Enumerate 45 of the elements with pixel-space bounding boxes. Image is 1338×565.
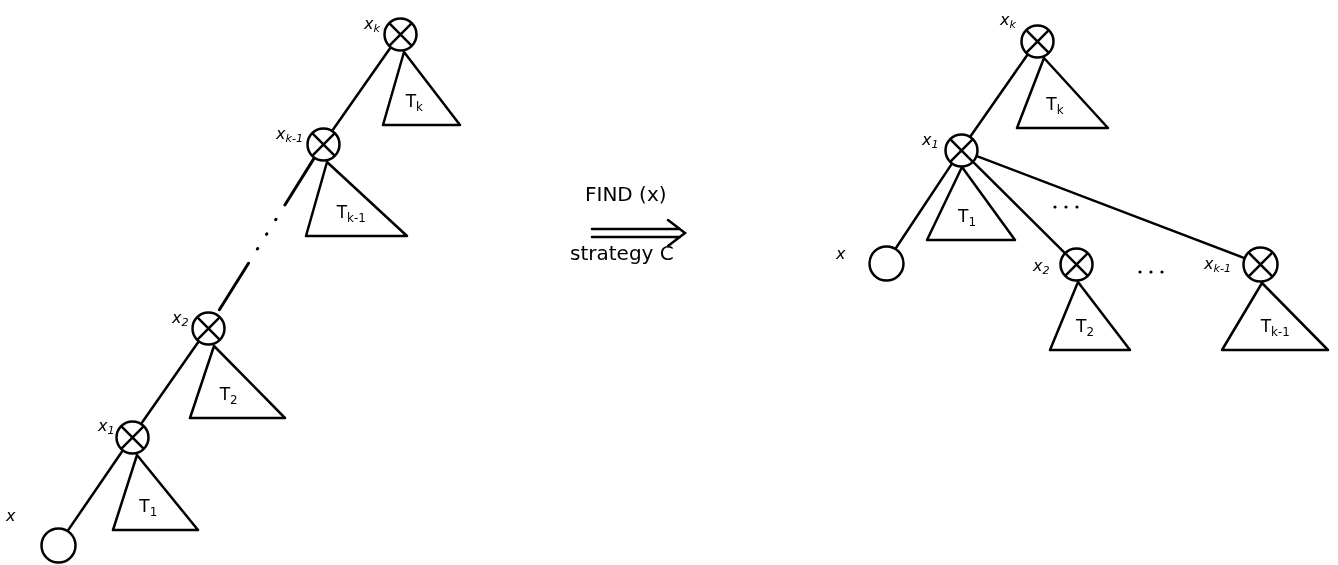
node-name-label: x$_{2}$ [1033,258,1050,277]
subtree-triangle [113,455,198,530]
circle-node [867,244,905,282]
node-name-label: x$_{2}$ [172,310,189,329]
subtree-label: T$_{2}$ [219,386,238,407]
tree-edge [140,340,200,425]
tree-edge [971,160,1066,254]
node-name-label: x$_{k-1}$ [1204,256,1232,275]
crossed-circle-node [1058,246,1094,282]
node-name-label: x$_{1}$ [922,132,939,151]
subtree-label: T$_{1}$ [958,208,976,229]
crossed-circle-node [382,16,418,52]
node-name-label: x [6,508,16,524]
subtree-label: T$_{k-1}$ [1260,318,1290,339]
subtree-triangle [1017,58,1108,128]
node-name-label: x$_{k}$ [1000,12,1016,31]
node-name-label: x$_{k-1}$ [276,126,304,145]
crossed-circle-node [943,132,979,168]
subtree-triangle [190,346,285,418]
subtree-label: T$_{2}$ [1076,318,1094,339]
node-name-label: x$_{k}$ [364,16,380,35]
node-name-label: x [836,246,846,262]
tree-edge [894,162,953,250]
crossed-circle-node [305,126,341,162]
strategy-label: strategy C [570,243,674,263]
subtree-label: T$_{k}$ [1046,96,1064,117]
subtree-triangle [1050,282,1130,350]
node-name-label: x$_{1}$ [98,418,115,437]
tree-edge [975,154,1245,259]
subtree-triangle [927,167,1015,240]
operation-label: FIND (x) [585,184,667,204]
subtree-label: T$_{k}$ [405,93,423,114]
subtree-label: T$_{k-1}$ [336,204,366,225]
tree-edge [66,449,124,532]
tree-edge [969,53,1029,138]
tree-edge [331,46,392,132]
circle-node [39,526,77,564]
subtree-triangle [383,52,460,125]
subtree-label: T$_{1}$ [139,498,158,519]
subtree-triangle [306,162,407,236]
subtree-triangle [1222,283,1328,350]
crossed-circle-node [1241,245,1279,283]
crossed-circle-node [114,419,150,455]
crossed-circle-node [190,310,226,346]
crossed-circle-node [1019,23,1055,59]
